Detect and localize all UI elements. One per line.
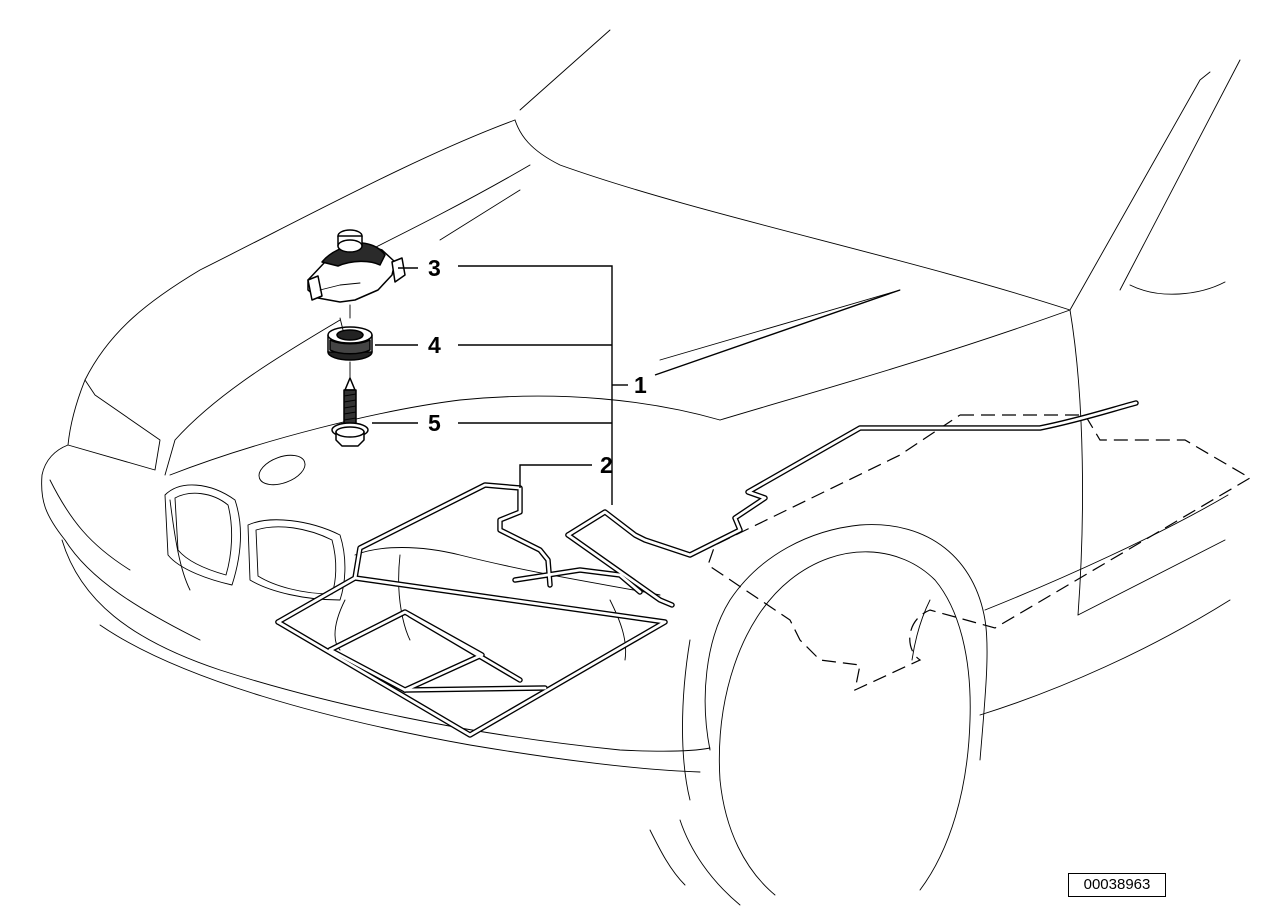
hidden-wiring-route	[707, 414, 1252, 692]
part-3-nozzle	[307, 229, 406, 319]
hose-assembly	[275, 400, 1139, 738]
part-5-screw	[331, 361, 369, 447]
diagram-reference-number: 00038963	[1068, 873, 1166, 897]
callout-2: 2	[600, 452, 613, 478]
part-4-grommet	[327, 317, 373, 361]
callout-3: 3	[428, 255, 441, 281]
leader-lines	[372, 265, 901, 505]
car-body-outline	[41, 29, 1241, 906]
callout-4: 4	[428, 332, 441, 358]
callout-1: 1	[634, 372, 647, 398]
callout-5: 5	[428, 410, 441, 436]
